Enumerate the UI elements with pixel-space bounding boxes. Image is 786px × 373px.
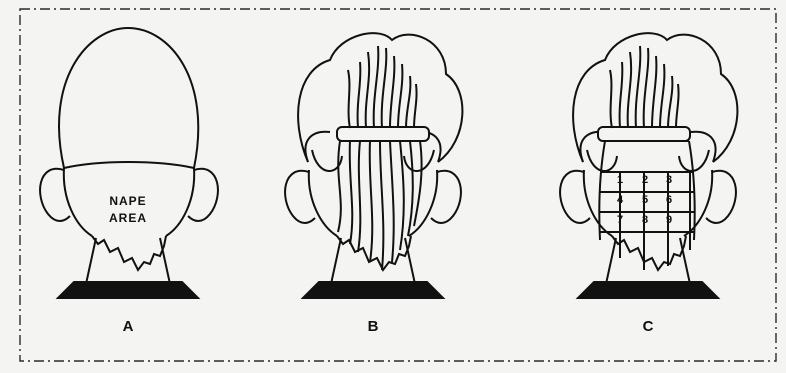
shoulders-a bbox=[58, 282, 198, 298]
shoulders-b bbox=[303, 282, 443, 298]
section-number-7: 7 bbox=[610, 214, 630, 226]
nape-area-label: NAPE AREA bbox=[88, 193, 168, 227]
figure-label-c: C bbox=[628, 318, 668, 335]
nape-label-line1: NAPE bbox=[88, 193, 168, 210]
upper-hair-b bbox=[348, 46, 417, 128]
section-number-3: 3 bbox=[659, 174, 679, 186]
section-number-2: 2 bbox=[635, 174, 655, 186]
hair-clip-b bbox=[337, 127, 429, 141]
nape-edge-c bbox=[612, 236, 686, 270]
nape-edge-b bbox=[337, 236, 411, 270]
nape-hair-b bbox=[338, 141, 422, 270]
head-figure-b bbox=[285, 33, 462, 298]
hair-clip-c bbox=[598, 127, 690, 141]
head-figure-a bbox=[40, 28, 218, 298]
upper-hair-c bbox=[610, 46, 679, 128]
nape-label-line2: AREA bbox=[88, 210, 168, 227]
hairline-a bbox=[64, 162, 194, 168]
skull-c bbox=[573, 33, 737, 162]
section-number-9: 9 bbox=[659, 214, 679, 226]
shoulders-c bbox=[578, 282, 718, 298]
figure-label-a: A bbox=[108, 318, 148, 335]
section-number-1: 1 bbox=[610, 174, 630, 186]
right-side-a bbox=[166, 168, 194, 236]
section-number-8: 8 bbox=[635, 214, 655, 226]
side-curls-b bbox=[312, 150, 434, 171]
section-number-6: 6 bbox=[659, 194, 679, 206]
nape-edge-a bbox=[92, 236, 166, 270]
figure-label-b: B bbox=[353, 318, 393, 335]
section-number-5: 5 bbox=[635, 194, 655, 206]
skull-a bbox=[59, 28, 198, 168]
section-number-4: 4 bbox=[610, 194, 630, 206]
head-figure-c bbox=[560, 33, 737, 298]
